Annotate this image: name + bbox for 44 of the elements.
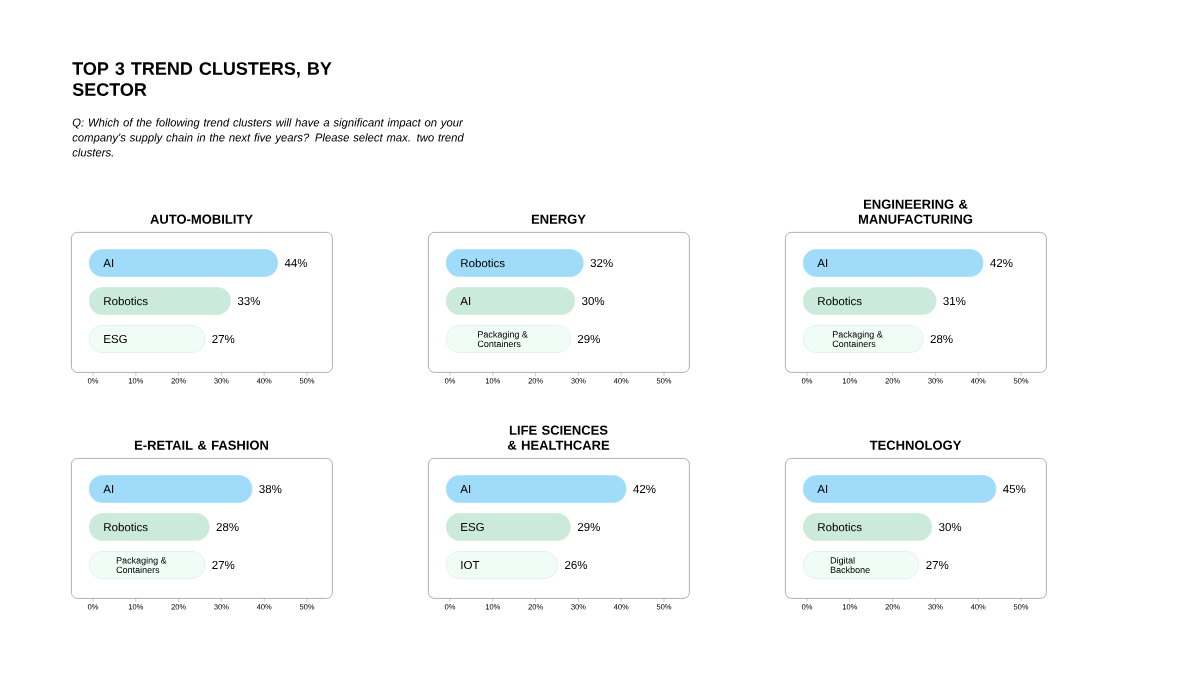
bar: Robotics — [89, 287, 231, 315]
value-label: 33% — [237, 296, 261, 306]
node-label: ENERGY — [531, 214, 586, 224]
bar: Robotics — [803, 287, 937, 315]
node-label: LIFE SCIENCES & HEALTHCARE — [507, 425, 610, 450]
value-label: 31% — [943, 296, 966, 306]
value-label: 42% — [990, 258, 1013, 268]
bar: IOT — [446, 551, 558, 579]
bar: Digital Backbone — [803, 551, 920, 579]
node-label: TECHNOLOGY — [869, 440, 962, 450]
value-label: 28% — [930, 334, 953, 344]
value-label: 26% — [565, 560, 588, 570]
bar: Packaging & Containers — [89, 551, 206, 579]
title: TOP 3 TREND CLUSTERS, BY SECTOR — [72, 62, 332, 96]
bar: Packaging & Containers — [803, 325, 924, 353]
bar: Robotics — [446, 249, 584, 277]
bar: AI — [446, 475, 627, 503]
node-label: E-RETAIL & FASHION — [134, 440, 269, 450]
node-label: ENGINEERING & MANUFACTURING — [858, 199, 973, 224]
bar: AI — [803, 475, 997, 503]
bar: Robotics — [89, 513, 210, 541]
value-label: 28% — [216, 522, 239, 532]
value-label: 30% — [582, 296, 605, 306]
bar: Packaging & Containers — [446, 325, 571, 353]
value-label: 27% — [926, 560, 949, 570]
bar: AI — [446, 287, 575, 315]
value-label: 44% — [284, 258, 308, 267]
bar: ESG — [446, 513, 571, 541]
value-label: 27% — [212, 560, 235, 570]
bar: AI — [803, 249, 984, 277]
value-label: 27% — [212, 334, 235, 344]
value-label: 29% — [577, 334, 600, 344]
bar: AI — [89, 475, 253, 503]
value-label: 32% — [590, 258, 613, 268]
value-label: 45% — [1003, 484, 1026, 494]
bar: ESG — [89, 325, 206, 353]
node-label: AUTO-MOBILITY — [150, 214, 253, 224]
value-label: 38% — [259, 484, 282, 494]
value-label: 42% — [633, 484, 656, 494]
bar: AI — [89, 249, 278, 277]
value-label: 30% — [939, 522, 962, 532]
bar: Robotics — [803, 513, 932, 541]
question-text: Q: Which of the following trend clusters will have a significant impact on your company's supply chain in the next five years? Please select max. two trend clusters. — [72, 118, 464, 157]
value-label: 29% — [577, 522, 600, 532]
